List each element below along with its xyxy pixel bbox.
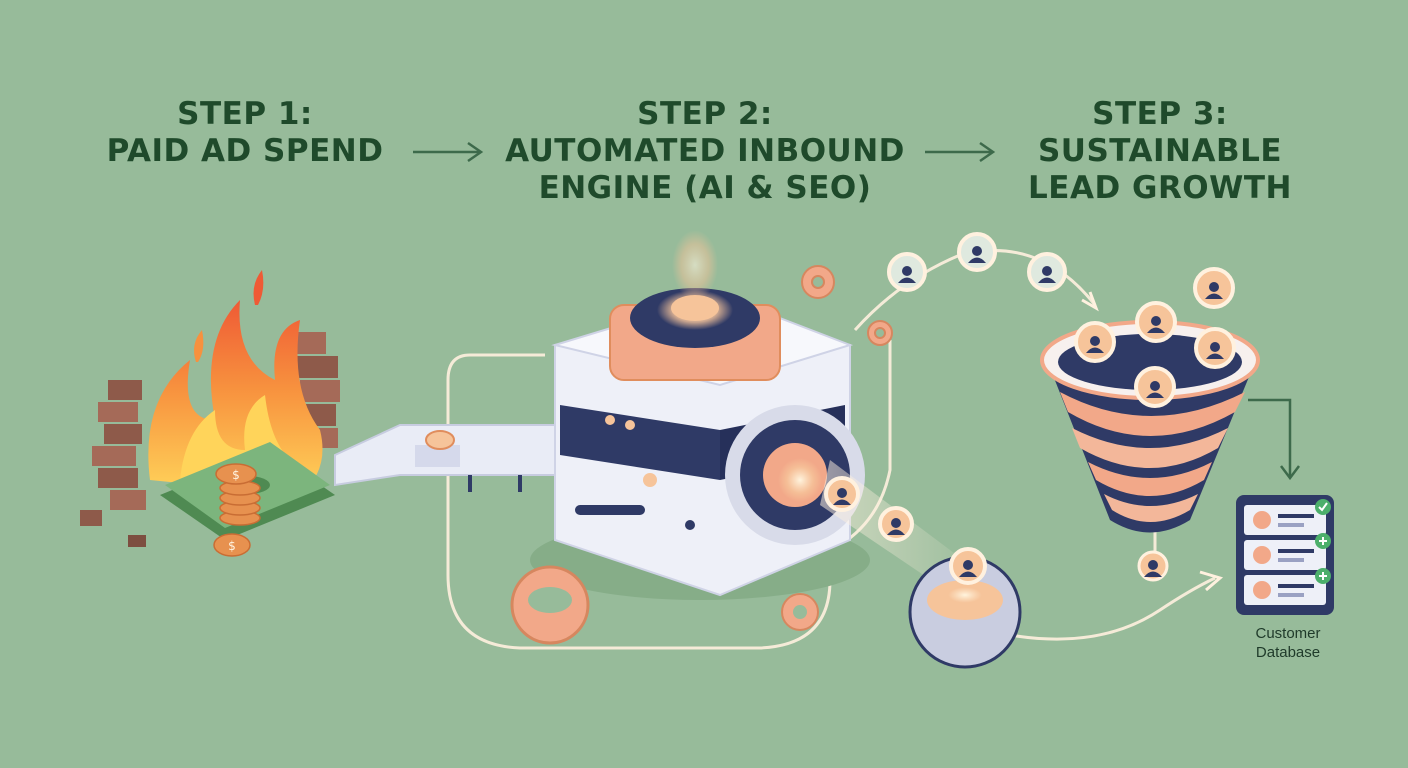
step-3-label: STEP 3: (1092, 96, 1228, 132)
automation-machine (530, 230, 990, 620)
svg-text:$: $ (232, 468, 240, 482)
person-icon (878, 506, 914, 542)
gear-icon (801, 265, 835, 299)
person-icon (824, 476, 860, 512)
step-1-name: PAID AD SPEND (106, 133, 384, 169)
arrow-right-icon (413, 141, 484, 163)
step-3-name-line2: LEAD GROWTH (1028, 170, 1292, 206)
person-icon (1193, 267, 1235, 309)
step-3-name-line1: SUSTAINABLE (1037, 133, 1283, 169)
gear-icon (781, 593, 819, 631)
arrow-right-icon (1081, 291, 1099, 312)
check-icon (1315, 499, 1331, 515)
person-icon (1027, 252, 1067, 292)
database-icon (1236, 495, 1334, 615)
step-2-label: STEP 2: (637, 96, 773, 132)
person-icon (957, 232, 997, 272)
arrow-right-icon (925, 141, 996, 163)
plus-icon (1315, 568, 1331, 584)
step-3-title: STEP 3: SUSTAINABLE LEAD GROWTH (1010, 96, 1310, 207)
gear-icon (908, 555, 1022, 669)
svg-text:$: $ (228, 539, 236, 553)
person-icon (887, 252, 927, 292)
person-icon (1074, 321, 1116, 363)
step-1-title: STEP 1: PAID AD SPEND (95, 96, 395, 170)
brick-wall-left (80, 380, 146, 547)
gear-icon (510, 565, 590, 645)
step-2-name-line1: AUTOMATED INBOUND (505, 133, 905, 169)
step-2-title: STEP 2: AUTOMATED INBOUND ENGINE (AI & S… (500, 96, 910, 207)
money-icon: $ $ (160, 442, 335, 557)
person-icon (1134, 366, 1176, 408)
step-1-label: STEP 1: (177, 96, 313, 132)
database-label-line2: Database (1255, 644, 1321, 661)
person-icon (1135, 301, 1177, 343)
plus-icon (1315, 533, 1331, 549)
database-label: Customer Database (1228, 624, 1348, 662)
arrow-right-icon (1199, 570, 1224, 592)
person-icon (949, 547, 987, 585)
person-icon (1194, 327, 1236, 369)
person-icon (1137, 550, 1169, 582)
step-2-name-line2: ENGINE (AI & SEO) (538, 170, 872, 206)
database-label-line1: Customer (1255, 625, 1321, 642)
gear-icon (867, 320, 893, 346)
